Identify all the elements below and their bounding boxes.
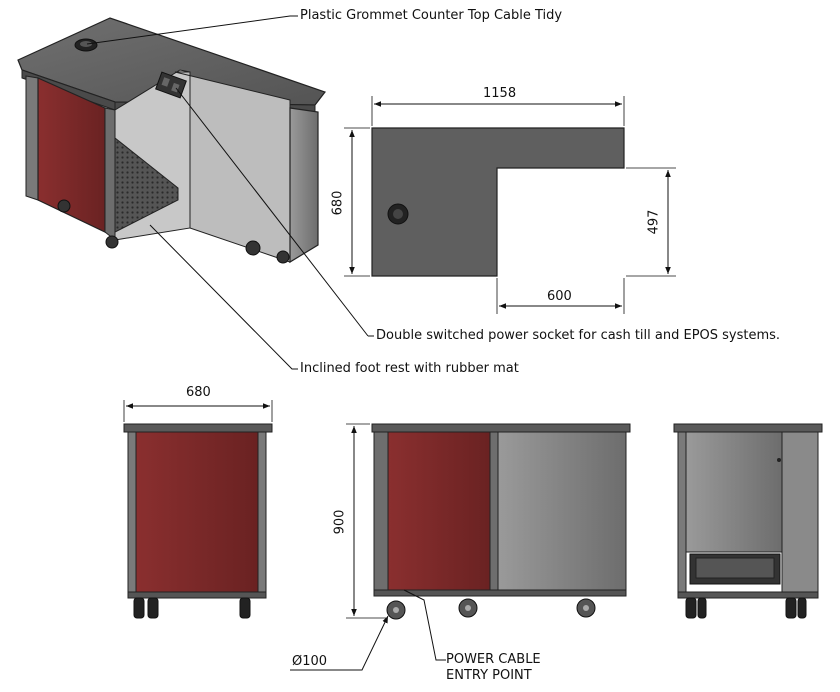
iso-end-panel bbox=[289, 107, 319, 264]
rear-top bbox=[673, 423, 823, 433]
dim-plan-return-depth: 497 bbox=[646, 209, 662, 235]
leader-grommet bbox=[86, 15, 298, 45]
label-grommet: Plastic Grommet Counter Top Cable Tidy bbox=[300, 8, 563, 23]
side-view bbox=[123, 400, 273, 619]
dim-plan-width: 1158 bbox=[483, 86, 517, 101]
label-power-entry-2: ENTRY POINT bbox=[446, 668, 532, 683]
leader-power-entry bbox=[403, 589, 446, 661]
dim-castor: Ø100 bbox=[292, 654, 328, 669]
front-red-panel bbox=[387, 431, 491, 591]
rear-view bbox=[673, 423, 823, 619]
isometric-view bbox=[17, 15, 374, 370]
front-grey-body bbox=[497, 431, 627, 591]
dim-side-width: 680 bbox=[186, 385, 211, 400]
dim-plan-depth: 680 bbox=[330, 190, 346, 216]
plan-outline bbox=[371, 127, 625, 277]
leader-socket bbox=[175, 87, 369, 337]
plan-view bbox=[344, 96, 676, 314]
rear-body bbox=[685, 431, 783, 553]
front-view bbox=[290, 423, 631, 671]
dim-height: 900 bbox=[332, 509, 348, 535]
label-power-entry-1: POWER CABLE bbox=[446, 652, 541, 667]
side-top bbox=[123, 423, 273, 433]
side-red-panel bbox=[135, 431, 259, 593]
label-foot-rest: Inclined foot rest with rubber mat bbox=[300, 361, 519, 376]
iso-foot-rest bbox=[114, 136, 179, 233]
leader-footrest bbox=[149, 224, 298, 370]
leader-castor bbox=[290, 615, 389, 671]
label-power-socket: Double switched power socket for cash ti… bbox=[376, 328, 781, 343]
front-top bbox=[371, 423, 631, 433]
dim-plan-return-width: 600 bbox=[547, 289, 572, 304]
